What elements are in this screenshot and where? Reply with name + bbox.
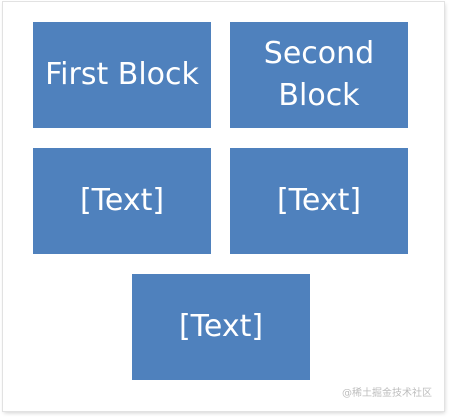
text-block-3-label: [Text] (178, 309, 264, 344)
first-block: First Block (33, 22, 211, 128)
text-block-3: [Text] (132, 274, 310, 380)
second-block: Second Block (230, 22, 408, 128)
text-block-2: [Text] (230, 148, 408, 254)
watermark: @稀土掘金技术社区 (342, 388, 432, 399)
text-block-1-label: [Text] (79, 183, 165, 218)
second-block-label: Second Block (263, 36, 375, 113)
text-block-2-label: [Text] (276, 183, 362, 218)
text-block-1: [Text] (33, 148, 211, 254)
diagram-frame: First Block Second Block [Text] [Text] [… (3, 2, 444, 411)
first-block-label: First Block (45, 57, 199, 92)
